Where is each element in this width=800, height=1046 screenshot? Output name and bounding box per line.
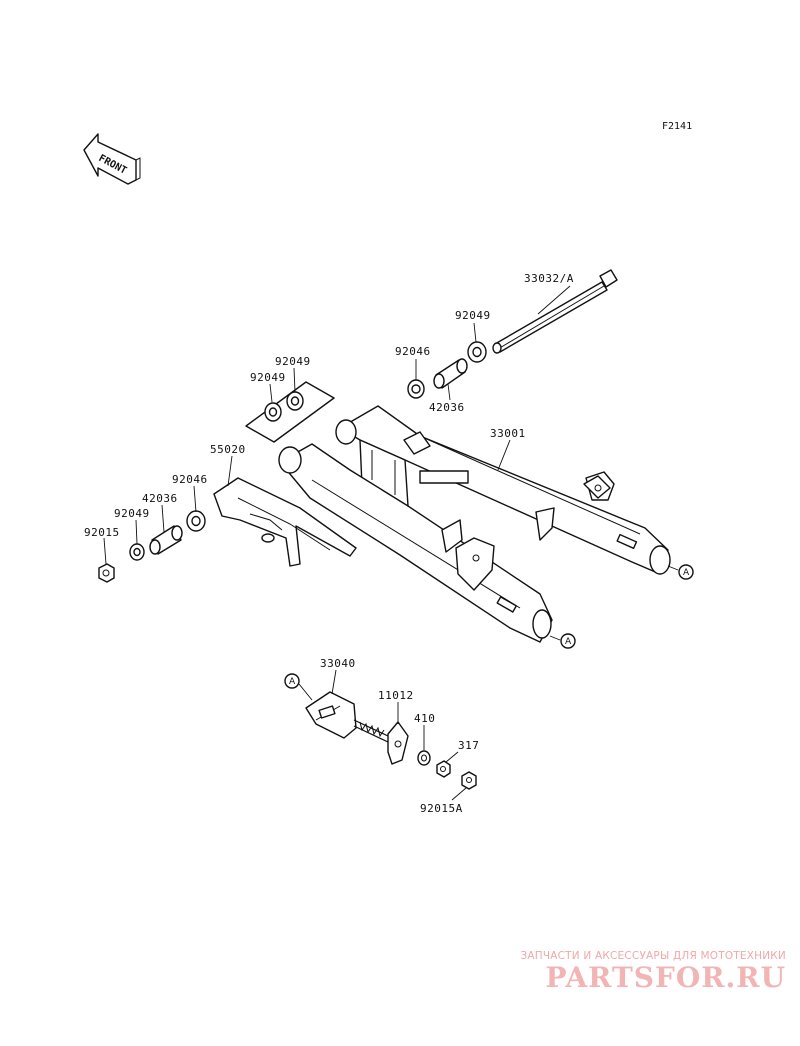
cap-shield [245,381,335,443]
part-label-92046: 92046 [172,473,208,486]
leader-lines [103,285,571,801]
part-label-410: 410 [414,712,435,725]
sleeve-42036-left [149,525,183,555]
svg-text:A: A [683,568,690,578]
reference-marker-a-lower: A [549,633,576,649]
bearing-92046-top [407,379,425,399]
plate-11012 [387,721,409,765]
nut-92015A [461,771,477,790]
chain-case [213,477,357,567]
part-label-317: 317 [458,739,479,752]
part-label-92049: 92049 [114,507,150,520]
reference-marker-a-adjuster: A [284,673,313,701]
part-label-92049: 92049 [275,355,311,368]
part-label-92046: 92046 [395,345,431,358]
washer-410 [417,750,431,766]
swingarm [278,405,671,643]
sleeve-42036-top [433,358,468,389]
front-arrow-icon: FRONT [83,133,141,185]
svg-text:A: A [565,637,572,647]
nut-317 [436,760,451,778]
part-label-92049: 92049 [455,309,491,322]
part-label-92015a: 92015A [420,802,463,815]
part-label-33001: 33001 [490,427,526,440]
chain-adjuster-33040 [305,691,389,743]
part-label-92049: 92049 [250,371,286,384]
part-label-33032-a: 33032/A [524,272,574,285]
watermark-caption: ЗАПЧАСТИ И АКСЕССУАРЫ ДЛЯ МОТОТЕХНИКИ [520,950,786,962]
watermark-logo: PARTSFOR.RU [545,961,786,994]
figure-code: F2141 [662,121,692,132]
collar-92049-left [129,543,145,561]
part-label-55020: 55020 [210,443,246,456]
reference-marker-a-right: A [667,564,694,580]
collar-92049-top [467,341,487,363]
pivot-shaft [492,269,618,354]
part-labels: 33032/A 92049 92046 42036 92049 92049 33… [84,272,574,815]
bearing-92046-left [186,510,206,532]
part-label-92015: 92015 [84,526,120,539]
part-label-11012: 11012 [378,689,414,702]
part-label-42036: 42036 [429,401,465,414]
nut-92015 [98,563,115,583]
part-label-33040: 33040 [320,657,356,670]
part-label-42036: 42036 [142,492,178,505]
watermark: ЗАПЧАСТИ И АКСЕССУАРЫ ДЛЯ МОТОТЕХНИКИ PA… [486,950,786,994]
svg-text:A: A [289,677,296,687]
